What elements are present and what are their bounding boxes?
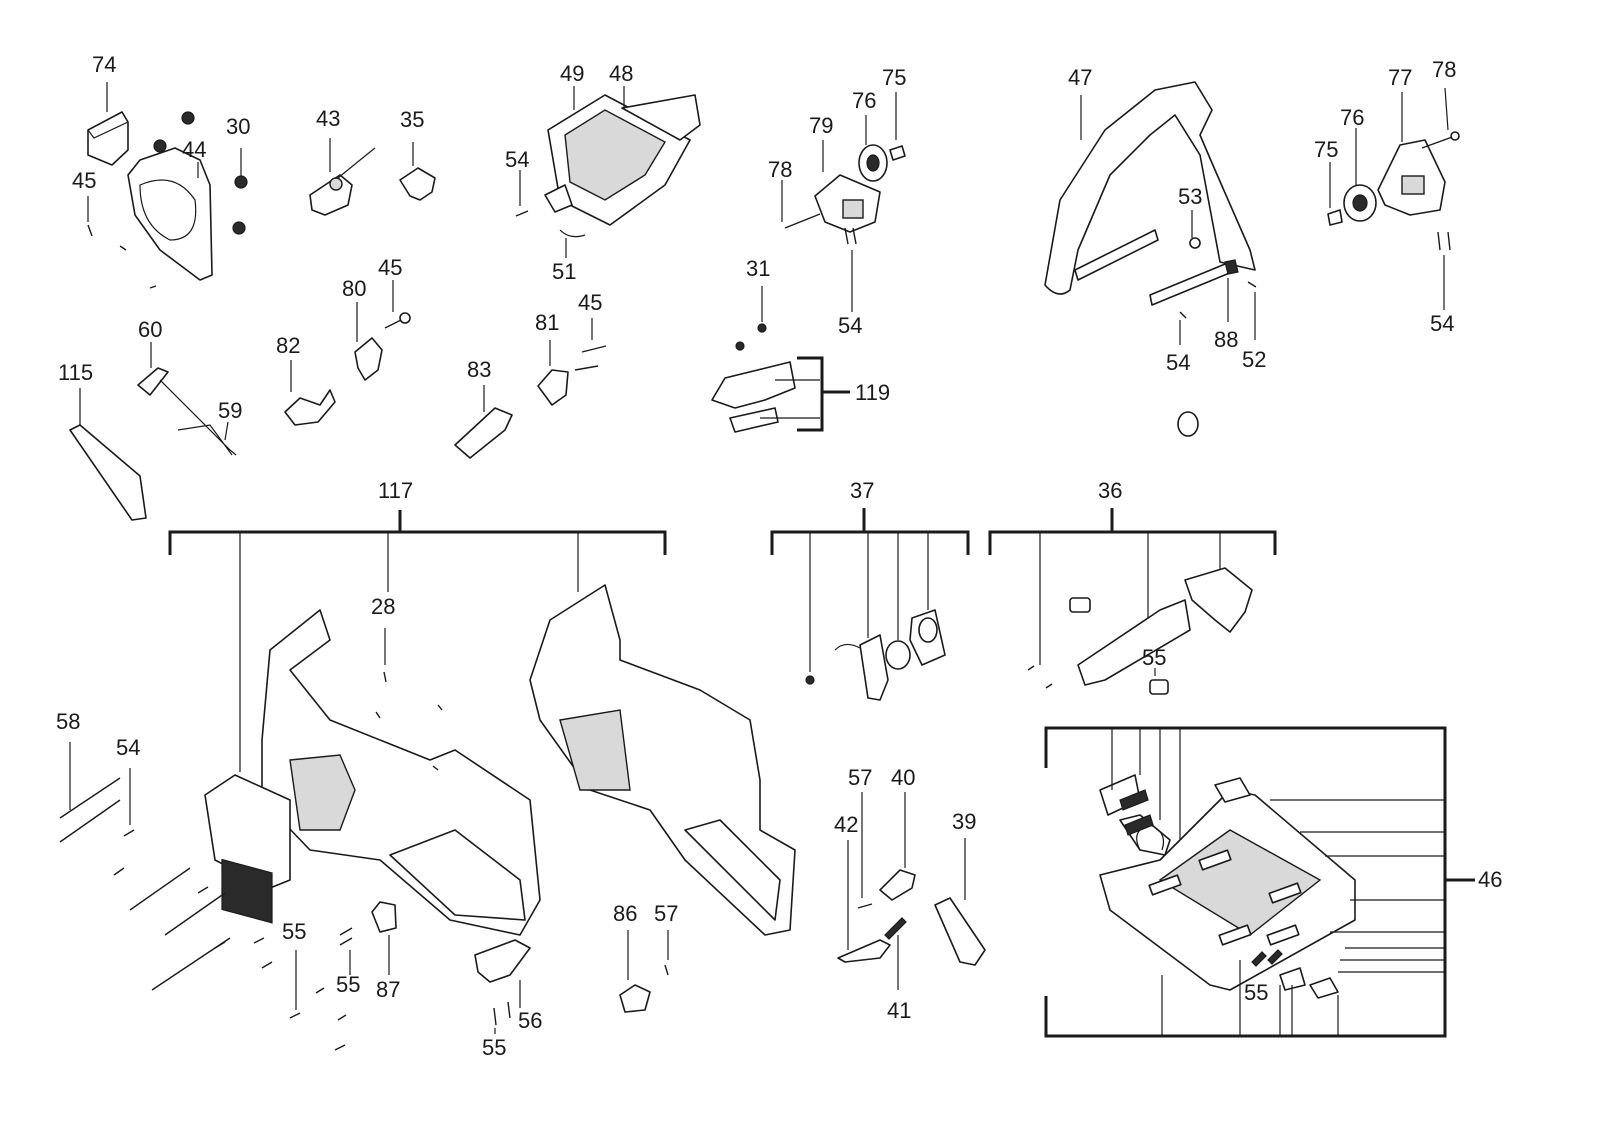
guard-plate-group bbox=[87, 82, 248, 289]
callout-117: 117 bbox=[378, 478, 413, 503]
callout-54: 54 bbox=[1430, 311, 1454, 336]
callout-47: 47 bbox=[1068, 65, 1092, 90]
callout-56: 56 bbox=[518, 1008, 542, 1033]
callout-86: 86 bbox=[613, 901, 637, 926]
callout-74: 74 bbox=[92, 52, 116, 77]
bolts-and-small-parts bbox=[59, 742, 669, 1051]
callout-55: 55 bbox=[482, 1035, 506, 1060]
electronics-group-37 bbox=[770, 508, 970, 701]
callout-55: 55 bbox=[336, 972, 360, 997]
handle-mount-left bbox=[781, 92, 906, 312]
callout-45: 45 bbox=[378, 255, 402, 280]
callout-39: 39 bbox=[952, 809, 976, 834]
callout-54: 54 bbox=[1166, 350, 1190, 375]
callout-55: 55 bbox=[1142, 645, 1166, 670]
callout-78: 78 bbox=[1432, 57, 1456, 82]
callout-49: 49 bbox=[560, 61, 584, 86]
motor-sensor-part bbox=[309, 138, 376, 216]
callout-75: 75 bbox=[1314, 137, 1338, 162]
callout-115: 115 bbox=[58, 360, 93, 385]
callout-87: 87 bbox=[376, 977, 400, 1002]
callout-45: 45 bbox=[72, 168, 96, 193]
callout-36: 36 bbox=[1098, 478, 1122, 503]
callout-labels: 74 30 44 45 43 35 49 48 54 51 79 76 75 7… bbox=[56, 52, 1502, 1060]
callout-46: 46 bbox=[1478, 867, 1502, 892]
callout-54: 54 bbox=[116, 735, 140, 760]
callout-83: 83 bbox=[467, 357, 491, 382]
front-handle-bar bbox=[1044, 81, 1257, 437]
switch-bracket-part bbox=[399, 142, 436, 201]
callout-37: 37 bbox=[850, 478, 874, 503]
callout-44: 44 bbox=[182, 137, 206, 162]
callout-55: 55 bbox=[1244, 980, 1268, 1005]
label-set-group bbox=[711, 286, 850, 433]
callout-43: 43 bbox=[316, 106, 340, 131]
filter-housing-assembly bbox=[515, 86, 701, 258]
callout-31: 31 bbox=[746, 256, 770, 281]
callout-82: 82 bbox=[276, 333, 300, 358]
callout-76: 76 bbox=[1340, 105, 1364, 130]
callout-57: 57 bbox=[848, 765, 872, 790]
callout-88: 88 bbox=[1214, 327, 1238, 352]
callout-40: 40 bbox=[891, 765, 915, 790]
callout-58: 58 bbox=[56, 709, 80, 734]
trigger-parts bbox=[837, 792, 986, 990]
callout-51: 51 bbox=[552, 259, 576, 284]
callout-75: 75 bbox=[882, 65, 906, 90]
callout-79: 79 bbox=[809, 113, 833, 138]
callout-76: 76 bbox=[852, 88, 876, 113]
callout-78: 78 bbox=[768, 157, 792, 182]
callout-77: 77 bbox=[1388, 65, 1412, 90]
callout-55: 55 bbox=[282, 919, 306, 944]
callout-52: 52 bbox=[1242, 347, 1266, 372]
electronics-group-36 bbox=[988, 508, 1277, 695]
callout-54: 54 bbox=[505, 147, 529, 172]
callout-59: 59 bbox=[218, 398, 242, 423]
row-two-small-parts bbox=[69, 280, 607, 521]
callout-48: 48 bbox=[609, 61, 633, 86]
callout-35: 35 bbox=[400, 107, 424, 132]
callout-53: 53 bbox=[1178, 184, 1202, 209]
housing-group-117 bbox=[168, 510, 796, 936]
callout-42: 42 bbox=[834, 812, 858, 837]
callout-28: 28 bbox=[371, 594, 395, 619]
callout-45: 45 bbox=[578, 290, 602, 315]
callout-60: 60 bbox=[138, 317, 162, 342]
battery-receptacle-group-46 bbox=[1044, 726, 1475, 1038]
callout-119: 119 bbox=[855, 380, 890, 405]
callout-30: 30 bbox=[226, 114, 250, 139]
handle-mount-right bbox=[1327, 87, 1460, 310]
callout-80: 80 bbox=[342, 276, 366, 301]
callout-81: 81 bbox=[535, 310, 559, 335]
callout-57: 57 bbox=[654, 901, 678, 926]
callout-54: 54 bbox=[838, 313, 862, 338]
callout-41: 41 bbox=[887, 998, 911, 1023]
